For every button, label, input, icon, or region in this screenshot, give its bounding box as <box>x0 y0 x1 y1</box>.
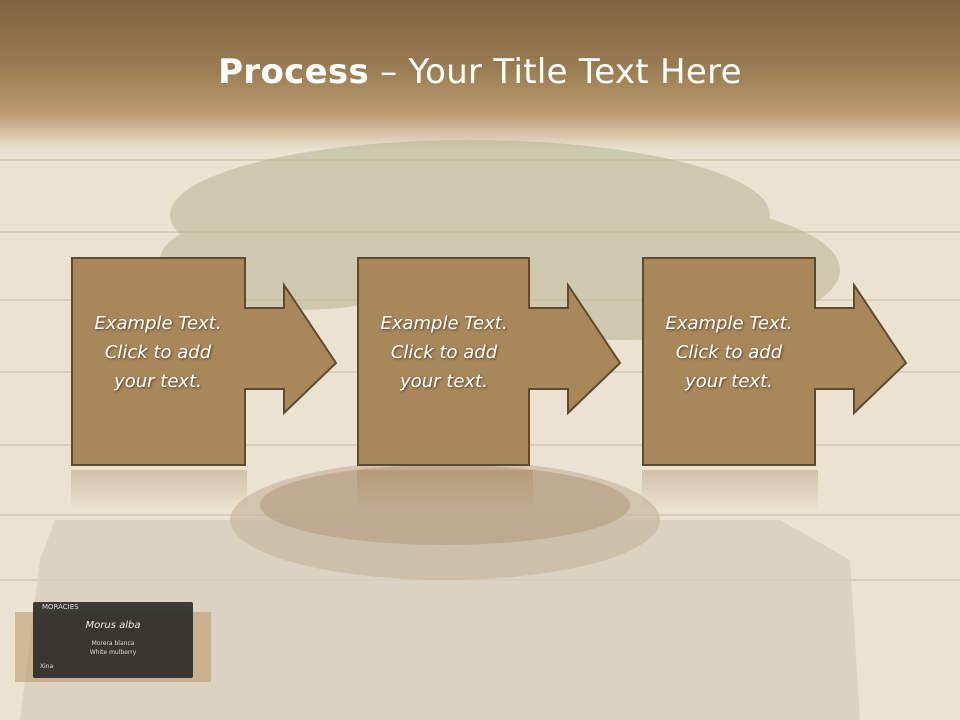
title-separator: – <box>380 52 398 92</box>
step-text[interactable]: Example Text. Click to add your text. <box>363 309 525 396</box>
process-step-1[interactable]: Example Text. Click to add your text. <box>71 257 341 467</box>
step-reflection <box>357 470 533 510</box>
plant-label-plaque <box>33 602 193 678</box>
process-step-2[interactable]: Example Text. Click to add your text. <box>357 257 627 467</box>
step-line: your text. <box>685 371 773 392</box>
plaque-common-name: White mulberry <box>89 649 137 656</box>
step-text[interactable]: Example Text. Click to add your text. <box>648 309 810 396</box>
step-line: Click to add <box>104 342 212 363</box>
step-line: Example Text. <box>94 313 222 334</box>
step-text[interactable]: Example Text. Click to add your text. <box>77 309 239 396</box>
process-step-3[interactable]: Example Text. Click to add your text. <box>642 257 912 467</box>
step-line: Example Text. <box>665 313 793 334</box>
step-line: Click to add <box>390 342 498 363</box>
arrow-box-shape <box>71 257 338 466</box>
plaque-origin: Xina <box>40 663 54 670</box>
plaque-common-name: Morera blanca <box>91 640 135 647</box>
slide-title[interactable]: Process – Your Title Text Here <box>0 52 960 92</box>
step-line: Example Text. <box>380 313 508 334</box>
arrow-box-shape <box>642 257 908 466</box>
title-rest: Your Title Text Here <box>408 52 742 92</box>
arrow-box-shape <box>357 257 622 466</box>
plaque-family: MORÁCIES <box>42 603 79 611</box>
step-line: Click to add <box>675 342 783 363</box>
step-reflection <box>71 470 247 510</box>
step-line: your text. <box>400 371 488 392</box>
step-line: your text. <box>114 371 202 392</box>
plaque-scientific-name: Morus alba <box>85 620 141 631</box>
title-band <box>0 0 960 150</box>
step-reflection <box>642 470 818 510</box>
title-bold: Process <box>218 52 370 92</box>
